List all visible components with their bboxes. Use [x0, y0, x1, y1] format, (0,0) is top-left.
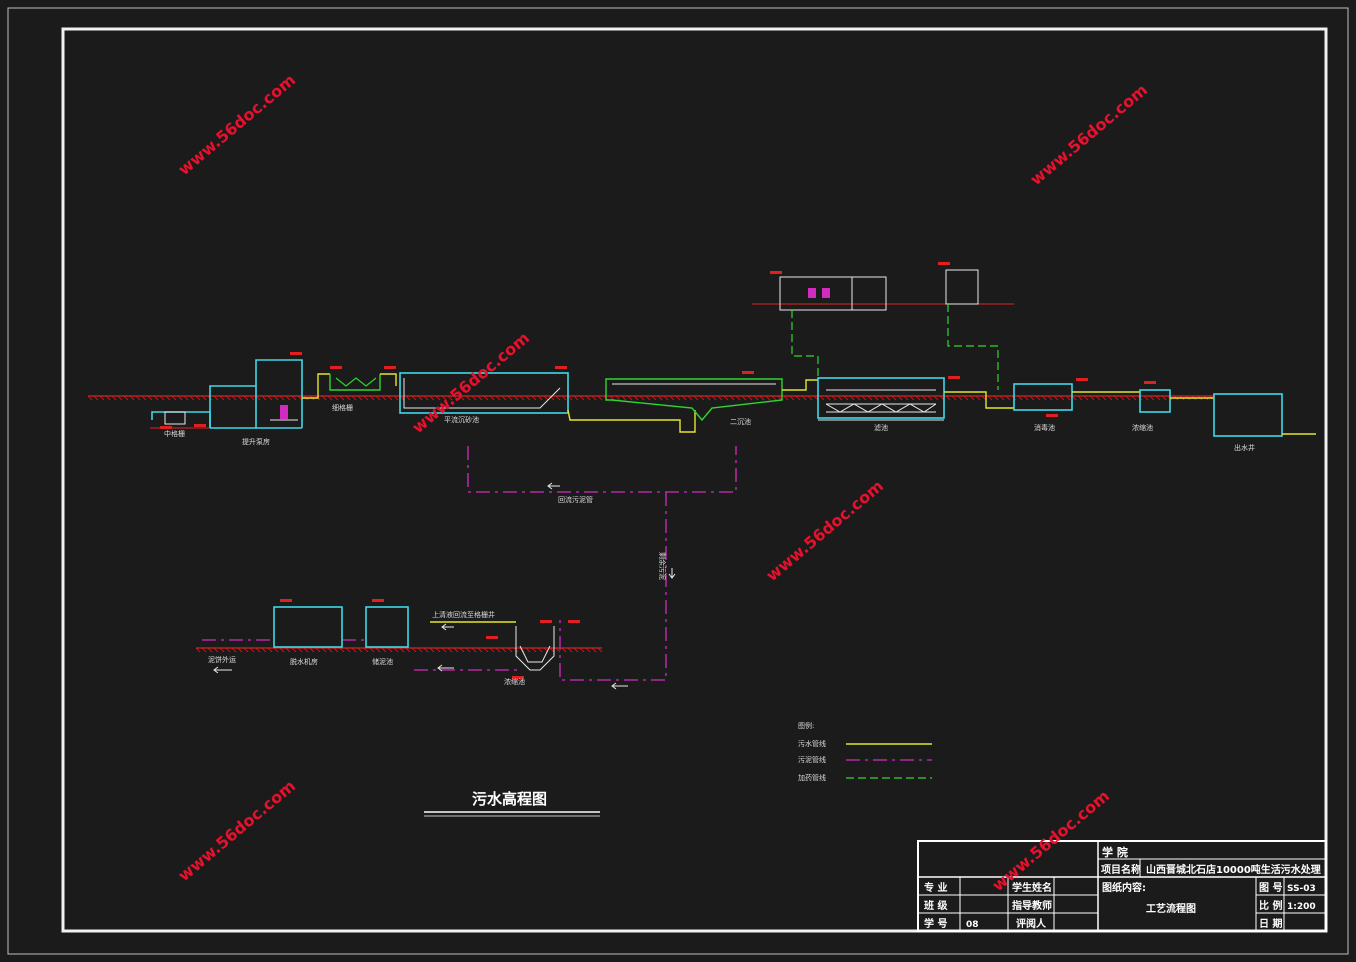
tb-scale-label: 比 例	[1259, 899, 1282, 912]
secondary-clarifier	[605, 378, 783, 422]
label-sludge-thicken-lower: 浓缩池	[504, 677, 525, 686]
label-lift-pump: 提升泵房	[242, 437, 270, 446]
tb-reviewer-label: 评阅人	[1016, 917, 1047, 930]
chemical-building	[752, 269, 1014, 390]
lower-ground-line	[195, 647, 603, 653]
label-fine-grille: 细格栅	[332, 403, 353, 412]
label-sludge-vertical: 剩余污泥	[658, 552, 667, 580]
tb-id-value: 08	[966, 920, 979, 930]
label-clarifier: 二沉池	[730, 417, 751, 426]
watermark-2: www.56doc.com	[1026, 80, 1151, 189]
title-block: 学 院 项目名称 山西晋城北石店10000吨生活污水处理 图纸内容: 工艺流程图…	[917, 840, 1327, 932]
label-dewater: 脱水机房	[290, 657, 318, 666]
tb-major-label: 专 业	[924, 881, 947, 894]
label-sludge-outlet: 泥饼外运	[208, 655, 236, 664]
label-grit-chamber: 平流沉砂池	[444, 415, 479, 424]
legend-label-sludge: 污泥管线	[798, 755, 826, 764]
unit-labels: 中格栅 提升泵房 细格栅 平流沉砂池 二沉池 滤池 消毒池 出水井 浓缩池 回流…	[164, 403, 1255, 686]
watermark-1: www.56doc.com	[174, 70, 299, 179]
tb-college-label: 学 院	[1102, 845, 1128, 859]
ground-line	[87, 395, 1215, 401]
tb-drawing-no-label: 图 号	[1259, 882, 1282, 894]
fine-grille-tank	[302, 373, 397, 399]
elevation-markers	[160, 262, 1156, 429]
tb-content-value: 工艺流程图	[1146, 902, 1196, 915]
legend: 图例: 污水管线 污泥管线 加药管线	[798, 721, 932, 782]
outer-border	[7, 7, 1349, 955]
disinfection-tank	[944, 383, 1214, 413]
tb-project-value: 山西晋城北石店10000吨生活污水处理	[1146, 863, 1321, 876]
tb-class-label: 班 级	[924, 899, 948, 912]
label-storage: 储泥池	[372, 657, 393, 666]
outfall-well	[1213, 393, 1316, 437]
lift-pump-house	[209, 359, 303, 429]
label-thickener: 浓缩池	[1132, 423, 1153, 432]
flow-arrows	[213, 482, 676, 690]
sludge-dewater-house	[273, 599, 343, 648]
grit-chamber	[399, 372, 696, 433]
label-grille: 中格栅	[164, 429, 185, 438]
tb-date-label: 日 期	[1259, 917, 1282, 930]
watermarks: www.56doc.com www.56doc.com www.56doc.co…	[174, 70, 1151, 895]
legend-label-sewage: 污水管线	[798, 739, 826, 748]
watermark-5: www.56doc.com	[174, 776, 299, 885]
tb-id-label: 学 号	[924, 917, 947, 930]
tb-scale-value: 1:200	[1287, 902, 1316, 912]
label-return: 上清液回流至格栅井	[432, 610, 495, 619]
label-sludge-pipe: 回流污泥管	[558, 495, 593, 504]
label-filter: 滤池	[874, 423, 888, 432]
legend-label-chemical: 加药管线	[798, 773, 826, 782]
sludge-pipes	[202, 446, 737, 681]
sludge-storage-tank	[365, 599, 409, 648]
drawing-title: 污水高程图	[424, 790, 600, 817]
watermark-4: www.56doc.com	[762, 476, 887, 585]
tb-content-label: 图纸内容:	[1102, 881, 1146, 894]
filter-tank	[782, 377, 945, 421]
label-outfall: 出水井	[1234, 443, 1255, 452]
tb-drawing-no-value: SS-03	[1287, 884, 1316, 894]
legend-title: 图例:	[798, 721, 814, 730]
tb-advisor-label: 指导教师	[1012, 899, 1052, 912]
inner-border	[61, 27, 1328, 933]
drawing-title-text: 污水高程图	[472, 790, 547, 808]
tb-project-label: 项目名称	[1101, 863, 1141, 876]
label-disinfection: 消毒池	[1034, 423, 1055, 432]
sludge-thickener	[430, 620, 580, 679]
tb-student-label: 学生姓名	[1012, 881, 1052, 894]
